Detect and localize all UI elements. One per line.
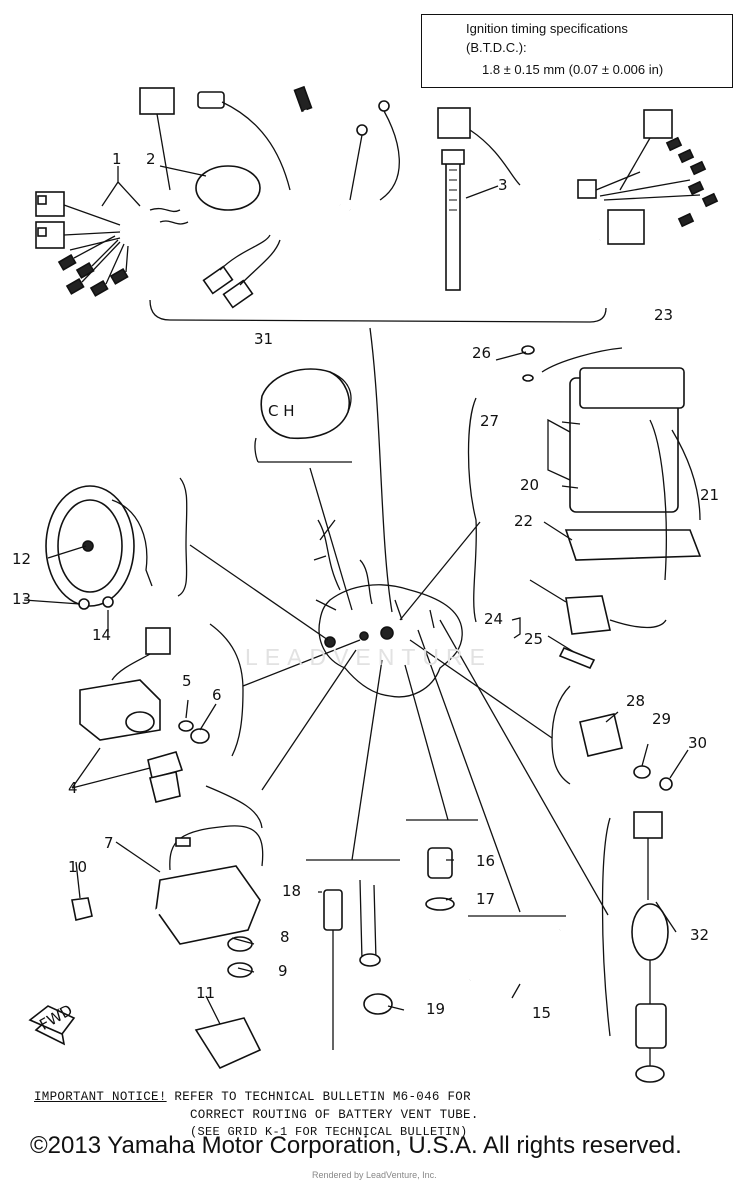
important-notice-line1: IMPORTANT NOTICE! REFER TO TECHNICAL BUL…: [34, 1090, 471, 1104]
notice-text-line1: REFER TO TECHNICAL BULLETIN M6-046 FOR: [166, 1090, 471, 1104]
callout-17: 17: [476, 890, 495, 908]
callout-32: 32: [690, 926, 709, 944]
callout-1: 1: [112, 150, 122, 168]
leadventure-watermark: LEADVENTURE: [245, 644, 492, 670]
callout-21: 21: [700, 486, 719, 504]
spec-subtitle: (B.T.D.C.):: [466, 40, 527, 55]
ignition-timing-spec-box: Ignition timing specifications (B.T.D.C.…: [421, 14, 733, 88]
callout-28: 28: [626, 692, 645, 710]
fwd-arrow: FWD: [28, 1001, 76, 1035]
part-32-sender-unit: [631, 811, 669, 1083]
callout-12: 12: [12, 550, 31, 568]
callout-26: 26: [472, 344, 491, 362]
callout-29: 29: [652, 710, 671, 728]
callout-13: 13: [12, 590, 31, 608]
callout-18: 18: [282, 882, 301, 900]
callout-19: 19: [426, 1000, 445, 1018]
callout-15: 15: [532, 1004, 551, 1022]
spec-value: 1.8 ± 0.15 mm (0.07 ± 0.006 in): [482, 62, 664, 77]
misc-small-parts: [323, 847, 562, 1050]
callout-leaders: [23, 165, 689, 1025]
notice-heading: IMPORTANT NOTICE!: [34, 1090, 167, 1104]
callout-numbers: 1 2 3 4 5 6 7 8 9 10 11 12 13 14 15 16 1…: [12, 150, 719, 1022]
callout-30: 30: [688, 734, 707, 752]
part-31-sender: C H: [260, 368, 352, 440]
callout-5: 5: [182, 672, 192, 690]
frame-sketch: [313, 519, 463, 698]
callout-27: 27: [480, 412, 499, 430]
callout-25: 25: [524, 630, 543, 648]
bracket-arcs: [177, 397, 611, 1037]
callout-8: 8: [280, 928, 290, 946]
notice-text-line2: CORRECT ROUTING OF BATTERY VENT TUBE.: [190, 1108, 479, 1122]
render-credit: Rendered by LeadVenture, Inc.: [312, 1170, 437, 1180]
callout-23: 23: [654, 306, 673, 324]
wire-harness: [35, 85, 719, 323]
callout-2: 2: [146, 150, 156, 168]
svg-text:C H: C H: [268, 402, 295, 420]
callout-11: 11: [196, 984, 215, 1002]
part-28-flasher: [579, 713, 673, 791]
callout-24: 24: [484, 610, 503, 628]
part-7-ignition-coil: [34, 825, 264, 1070]
bullet-connectors-right: [665, 136, 719, 228]
callout-9: 9: [278, 962, 288, 980]
callout-6: 6: [212, 686, 222, 704]
callout-20: 20: [520, 476, 539, 494]
callout-4: 4: [68, 779, 78, 797]
bullet-connectors-left: [57, 235, 129, 297]
callout-22: 22: [514, 512, 533, 530]
spec-title: Ignition timing specifications: [466, 21, 628, 36]
callout-10: 10: [68, 858, 87, 876]
part-20-battery: [521, 345, 702, 670]
part-4-main-switch: [79, 627, 210, 803]
callout-14: 14: [92, 626, 111, 644]
callout-3: 3: [498, 176, 508, 194]
callout-31: 31: [254, 330, 273, 348]
callout-7: 7: [104, 834, 114, 852]
part-12-horn: [45, 485, 153, 610]
callout-16: 16: [476, 852, 495, 870]
leader-lines: [189, 327, 609, 916]
notice-text-line3: (SEE GRID K-1 FOR TECHNICAL BULLETIN): [190, 1125, 468, 1139]
copyright-text: ©2013 Yamaha Motor Corporation, U.S.A. A…: [30, 1132, 682, 1159]
